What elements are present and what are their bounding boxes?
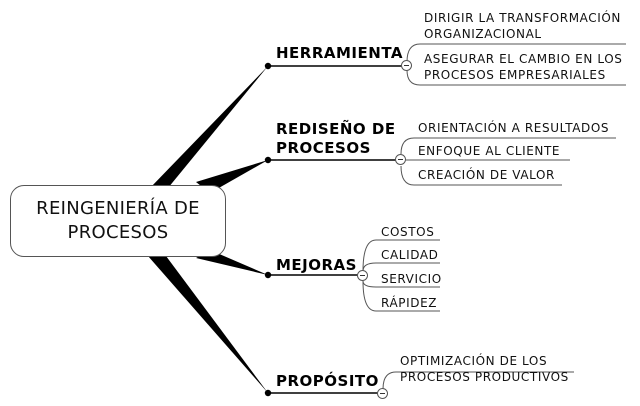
leaf-optimizacion-procesos[interactable]: OPTIMIZACIÓN DE LOS PROCESOS PRODUCTIVOS [400, 354, 569, 384]
branch-underlines [268, 65, 402, 394]
leaf-calidad[interactable]: CALIDAD [381, 248, 439, 262]
leaf-costos[interactable]: COSTOS [381, 225, 435, 239]
branch-connector-proposito [148, 256, 268, 393]
branch-rediseno-de-procesos[interactable]: REDISEÑO DE PROCESOS [276, 120, 396, 157]
collapse-proposito-button[interactable] [377, 388, 388, 399]
collapse-herramienta-button[interactable] [401, 60, 412, 71]
collapse-mejoras-button[interactable] [357, 270, 368, 281]
leaf-dirigir-transformacion[interactable]: DIRIGIR LA TRANSFORMACIÓN ORGANIZACIONAL [424, 11, 621, 41]
central-topic[interactable]: REINGENIERÍA DE PROCESOS [10, 185, 226, 257]
leaf-servicio[interactable]: SERVICIO [381, 272, 442, 286]
collapse-rediseno-button[interactable] [395, 154, 406, 165]
central-topic-label: REINGENIERÍA DE PROCESOS [36, 198, 200, 243]
branch-proposito[interactable]: PROPÓSITO [276, 372, 379, 390]
leaf-creacion-valor[interactable]: CREACIÓN DE VALOR [418, 168, 555, 182]
leaf-orientacion-resultados[interactable]: ORIENTACIÓN A RESULTADOS [418, 121, 610, 135]
branch-connector-rediseno [196, 160, 268, 193]
leaf-asegurar-cambio[interactable]: ASEGURAR EL CAMBIO EN LOS PROCESOS EMPRE… [424, 52, 623, 82]
branch-connector-herramienta [150, 66, 268, 188]
leaf-rapidez[interactable]: RÁPIDEZ [381, 296, 438, 310]
branch-mejoras[interactable]: MEJORAS [276, 256, 357, 274]
branch-dots [264, 62, 272, 397]
branch-herramienta[interactable]: HERRAMIENTA [276, 44, 403, 62]
leaf-connectors [362, 43, 626, 390]
leaf-enfoque-cliente[interactable]: ENFOQUE AL CLIENTE [418, 144, 561, 158]
